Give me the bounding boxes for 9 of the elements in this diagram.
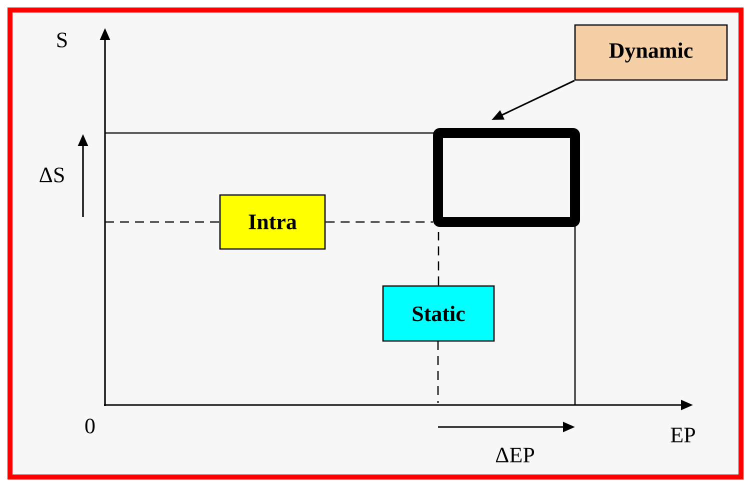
thick-rectangle <box>433 128 580 227</box>
axis-label: 0 <box>85 418 95 434</box>
axis-label: ΔS <box>40 168 64 182</box>
label-box: Intra <box>219 194 326 250</box>
axis-label: ΔEP <box>496 448 534 462</box>
label-box: Static <box>382 285 495 342</box>
axis-label: S <box>57 32 67 48</box>
label-box: Dynamic <box>574 24 728 81</box>
axis-label: EP <box>670 428 695 442</box>
